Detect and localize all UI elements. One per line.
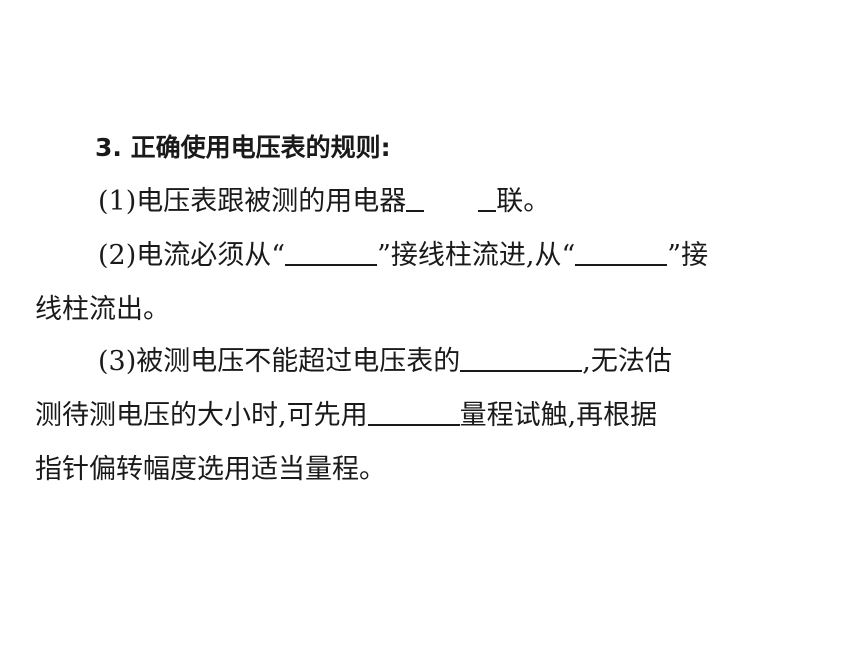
question-item-2-continuation: 线柱流出。 — [0, 290, 860, 330]
item-text: 量程试触,再根据 — [459, 400, 658, 431]
item-text: ,无法估 — [582, 346, 672, 377]
answer-blank[interactable] — [406, 186, 497, 212]
item-text: 指针偏转幅度选用适当量程。 — [35, 454, 386, 485]
answer-blank[interactable] — [285, 238, 378, 266]
item-number: (1) — [98, 186, 137, 217]
answer-blank[interactable] — [575, 238, 668, 266]
item-text: ”接线柱流进,从“ — [377, 240, 576, 271]
question-item-3-line-3: 指针偏转幅度选用适当量程。 — [0, 450, 860, 490]
section-heading-text: 3. 正确使用电压表的规则: — [95, 133, 391, 162]
question-item-1: (1)电压表跟被测的用电器 联。 — [0, 182, 860, 222]
item-text: 电流必须从“ — [136, 240, 286, 271]
question-item-3-line-2: 测待测电压的大小时,可先用 量程试触,再根据 — [0, 396, 860, 436]
question-item-2: (2)电流必须从“ ”接线柱流进,从“ ”接 — [0, 236, 860, 276]
item-text: 线柱流出。 — [35, 294, 170, 325]
item-number: (2) — [98, 240, 137, 271]
item-number: (3) — [98, 346, 137, 377]
answer-blank[interactable] — [460, 344, 583, 372]
answer-blank[interactable] — [367, 398, 460, 426]
item-text: 电压表跟被测的用电器 — [136, 186, 407, 217]
question-item-3: (3)被测电压不能超过电压表的 ,无法估 — [0, 342, 860, 382]
item-text: 被测电压不能超过电压表的 — [136, 346, 461, 377]
item-text: 联。 — [496, 186, 551, 217]
item-text: 测待测电压的大小时,可先用 — [35, 400, 368, 431]
section-heading: 3. 正确使用电压表的规则: — [0, 128, 860, 168]
item-text: ”接 — [667, 240, 709, 271]
